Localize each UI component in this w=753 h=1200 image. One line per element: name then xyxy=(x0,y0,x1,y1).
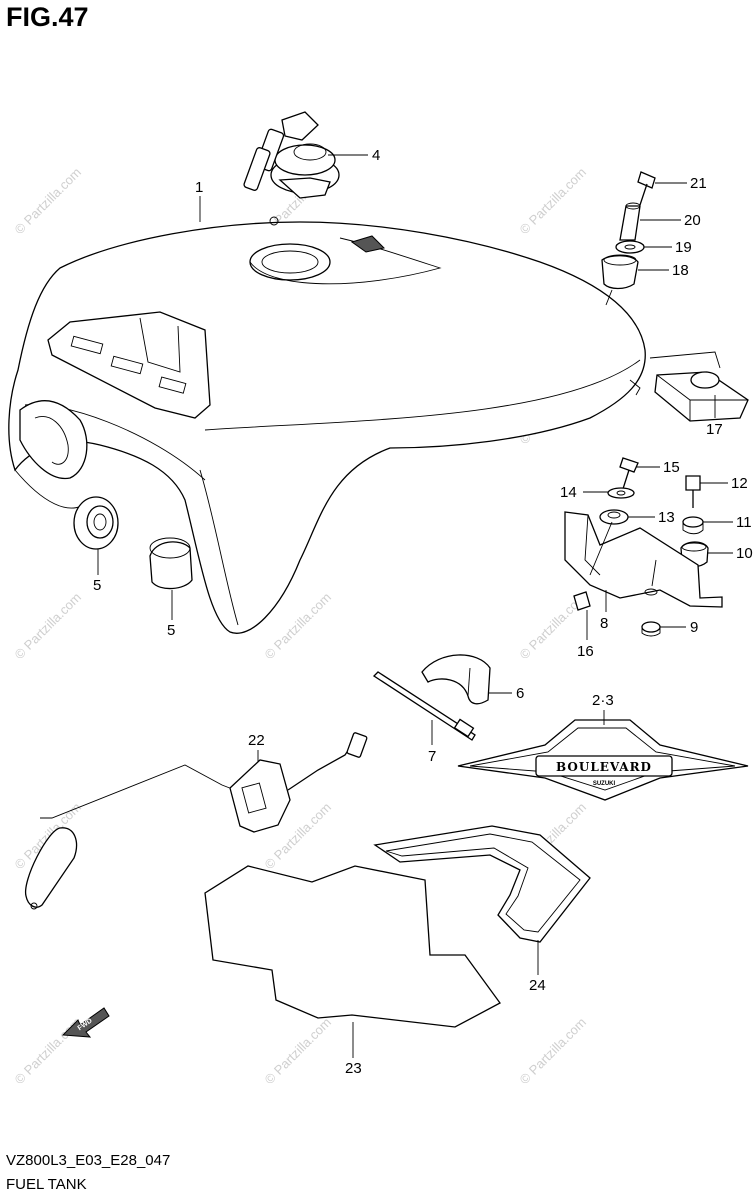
diagram-code: VZ800L3_E03_E28_047 xyxy=(6,1152,171,1169)
collar-20 xyxy=(619,202,641,241)
cap-5-a xyxy=(73,496,119,550)
callout-20: 20 xyxy=(684,212,701,229)
callout-5-b: 5 xyxy=(167,622,175,639)
callout-14: 14 xyxy=(560,484,577,501)
callout-15: 15 xyxy=(663,459,680,476)
callout-16: 16 xyxy=(577,643,594,660)
callout-13: 13 xyxy=(658,509,675,526)
callout-11: 11 xyxy=(736,514,752,531)
cushion-13 xyxy=(599,509,629,525)
callout-9: 9 xyxy=(690,619,698,636)
fuel-cap-with-keys xyxy=(243,111,340,226)
bolt-21 xyxy=(637,171,656,206)
watermark: © Partzilla.com xyxy=(517,165,590,238)
guide-line xyxy=(605,289,613,306)
figure-title: FIG.47 xyxy=(6,2,89,32)
bracket-8 xyxy=(564,511,723,608)
watermark: © Partzilla.com xyxy=(12,590,85,663)
guide-line xyxy=(589,521,613,576)
emblem-subtext: SUZUKI xyxy=(593,781,616,787)
seal-24 xyxy=(373,825,591,943)
callout-7: 7 xyxy=(428,748,436,765)
watermark: © Partzilla.com xyxy=(12,165,85,238)
washer-14 xyxy=(607,487,635,499)
cushion-18 xyxy=(601,254,639,290)
callout-5-a: 5 xyxy=(93,577,101,594)
washer-19 xyxy=(615,240,645,254)
callout-17: 17 xyxy=(706,421,723,438)
emblem-text: BOULEVARD xyxy=(556,760,652,774)
callout-12: 12 xyxy=(731,475,748,492)
fuel-level-gauge-22 xyxy=(25,732,368,910)
nut-9 xyxy=(641,621,661,637)
callout-23: 23 xyxy=(345,1060,362,1077)
watermark: © Partzilla.com xyxy=(262,1015,335,1088)
leader-lines xyxy=(97,154,733,1058)
cap-5-b xyxy=(149,537,193,590)
band-7 xyxy=(372,671,476,741)
callout-1: 1 xyxy=(195,179,203,196)
callout-6: 6 xyxy=(516,685,524,702)
cushion-6 xyxy=(421,654,491,705)
callout-8: 8 xyxy=(600,615,608,632)
fuel-tank xyxy=(8,221,646,634)
watermark: © Partzilla.com xyxy=(517,1015,590,1088)
bolt-12 xyxy=(685,475,701,508)
callout-22: 22 xyxy=(248,732,265,749)
rear-mount-cushion-17 xyxy=(649,351,749,422)
callout-labels: 1 4 21 20 19 18 17 15 14 13 12 11 10 9 8… xyxy=(93,147,753,1077)
callout-2-3: 2·3 xyxy=(592,692,614,709)
collar-11 xyxy=(682,516,704,535)
cushion-16 xyxy=(573,591,591,611)
callout-21: 21 xyxy=(690,175,707,192)
guide-line xyxy=(651,559,657,587)
callout-24: 24 xyxy=(529,977,546,994)
callout-10: 10 xyxy=(736,545,753,562)
bolt-15 xyxy=(619,457,639,493)
callout-18: 18 xyxy=(672,262,689,279)
callout-4: 4 xyxy=(372,147,380,164)
section-name: FUEL TANK xyxy=(6,1176,87,1193)
callout-19: 19 xyxy=(675,239,692,256)
emblem: BOULEVARD SUZUKI xyxy=(457,719,749,801)
pad-23 xyxy=(204,865,501,1028)
